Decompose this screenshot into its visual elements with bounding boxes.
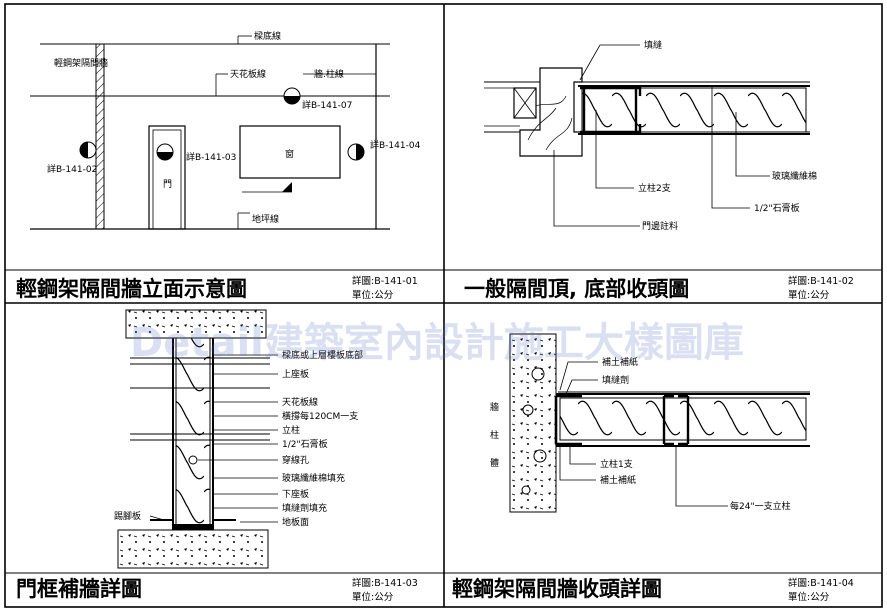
label-bottom-track: 下座板 (282, 488, 309, 500)
label-sealant: 填縫劑 (602, 374, 629, 386)
label-ref-02: 詳B-141-02 (47, 163, 97, 175)
aggregate (522, 404, 534, 416)
label-window: 窗 (285, 148, 294, 160)
sheet-code: 詳圖:B-141-02 (788, 275, 854, 287)
glasswool-fill (581, 87, 807, 133)
panel-title: 門框補牆詳圖 (16, 577, 142, 601)
label-baseboard: 踢腳板 (114, 510, 141, 522)
label-beam: 樑底線 (254, 30, 281, 42)
label-ceiling: 天花板線 (282, 396, 318, 408)
door-frame (148, 125, 186, 230)
sheet-code: 詳圖:B-141-01 (352, 275, 418, 287)
unit-label: 單位:公分 (352, 289, 394, 301)
trim-block-cross (513, 87, 537, 119)
left-wall (95, 43, 105, 230)
leader (735, 112, 770, 177)
label-floor: 地板面 (282, 516, 309, 528)
slab-top (125, 309, 267, 339)
sheet-code: 詳圖:B-141-03 (352, 577, 418, 589)
section-marker-icon (156, 143, 174, 161)
label-floor: 地坪線 (252, 213, 279, 225)
panel-section-top-bottom: 填縫 立柱2支 玻璃纖維棉 1/2"石膏板 門邊註料 一般隔間頂, 底部收頭圖 … (464, 39, 854, 301)
aggregate (521, 485, 531, 495)
unit-label: 單位:公分 (788, 289, 830, 301)
unit-label: 單位:公分 (788, 591, 830, 603)
label-glasswool: 玻璃纖維棉填充 (282, 472, 345, 484)
label-gypsum: 1/2"石膏板 (282, 438, 328, 450)
label-ref-07: 詳B-141-07 (302, 99, 352, 111)
label-ceiling: 天花板線 (230, 68, 266, 80)
label-partition: 輕鋼架隔間牆 (54, 57, 108, 69)
label-hole: 穿線孔 (282, 454, 309, 466)
unit-label: 單位:公分 (352, 591, 394, 603)
label-stud2: 立柱2支 (638, 182, 671, 194)
label-ref-04: 詳B-141-04 (370, 139, 421, 151)
label-wall-2: 柱 (490, 429, 499, 441)
label-column: 牆.柱線 (314, 68, 344, 80)
label-beam-bottom: 樑底或上層樓板底部 (282, 349, 363, 361)
label-sealant: 填縫 (644, 39, 662, 51)
label-putty2: 補土補紙 (600, 474, 636, 486)
leader (553, 150, 640, 227)
glasswool-fill (559, 397, 807, 441)
label-ref-03: 詳B-141-03 (186, 151, 236, 163)
door-leaf (152, 129, 182, 230)
aggregate (531, 367, 545, 381)
wire-hole-icon (188, 455, 198, 465)
label-stud1: 立柱1支 (600, 458, 633, 470)
panel-elevation: 樑底線 輕鋼架隔間牆 天花板線 牆.柱線 詳B-141-07 詳B-141-02… (16, 30, 421, 301)
watermark: Detail建築室內設計施工大樣圖庫 (130, 320, 744, 366)
label-sealant: 填縫劑填充 (282, 502, 327, 514)
label-door: 門 (163, 179, 172, 190)
leader (711, 86, 750, 209)
label-putty: 補土補紙 (602, 356, 638, 368)
aggregate (533, 449, 547, 463)
section-marker-icon (79, 141, 97, 159)
section-marker-icon (283, 87, 301, 105)
level-marker-icon (282, 182, 292, 192)
bottom-track (172, 524, 214, 530)
stud-pair (580, 86, 642, 134)
leader (559, 361, 598, 391)
end-stud (554, 394, 582, 446)
leader (579, 44, 640, 81)
leader (569, 446, 596, 465)
slab-bottom (117, 529, 269, 569)
panel-title: 一般隔間頂, 底部收頭圖 (464, 277, 689, 301)
label-wall-1: 牆 (490, 401, 499, 413)
label-gypsum: 1/2"石膏板 (754, 202, 800, 214)
sheet-code: 詳圖:B-141-04 (788, 577, 854, 589)
label-crossbar: 橫撐每120CM一支 (282, 410, 358, 422)
section-marker-icon (347, 143, 365, 161)
panel-title: 輕鋼架隔間牆立面示意圖 (16, 277, 247, 301)
panel-wall-end: 補土補紙 填縫劑 牆 柱 體 立柱1支 補土補紙 每24"一支立柱 輕鋼架隔間牆… (452, 333, 854, 603)
stud (662, 394, 690, 446)
label-glasswool: 玻璃纖維棉 (772, 170, 817, 182)
label-top-track: 上座板 (282, 368, 309, 380)
label-wall-3: 體 (490, 457, 499, 469)
leader (565, 379, 598, 395)
panel-door-frame-wall: 樑底或上層樓板底部 上座板 天花板線 橫撐每120CM一支 立柱 1/2"石膏板… (16, 309, 418, 603)
label-stud: 立柱 (282, 424, 300, 436)
window-frame (239, 125, 341, 179)
label-spacing: 每24"一支立柱 (730, 500, 791, 512)
leader (595, 110, 634, 189)
leader (559, 446, 596, 481)
leader (675, 446, 728, 507)
leader (149, 515, 165, 521)
panel-title: 輕鋼架隔間牆收頭詳圖 (452, 577, 662, 601)
label-door-frame: 門邊註料 (642, 220, 678, 232)
